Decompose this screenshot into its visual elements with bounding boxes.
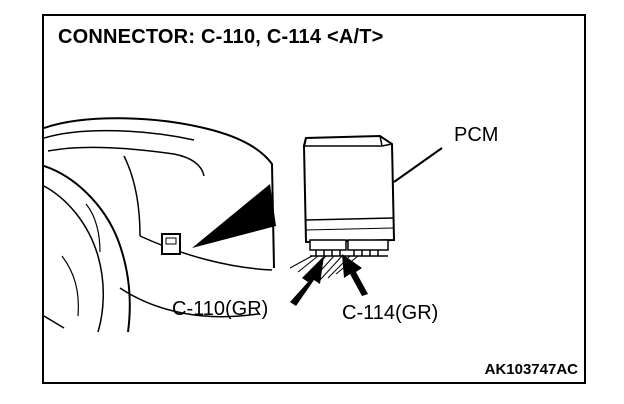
diagram-title: CONNECTOR: C-110, C-114 <A/T>	[58, 26, 384, 48]
diagram-frame: CONNECTOR: C-110, C-114 <A/T>	[42, 14, 586, 384]
connector-c110-label: C-110(GR)	[172, 298, 269, 320]
dashboard-outline	[44, 117, 275, 333]
pcm-connectors	[309, 239, 389, 257]
pcm-leader-line	[393, 147, 443, 183]
pcm-label: PCM	[454, 124, 499, 146]
pcm-unit	[302, 134, 396, 244]
connector-c114-label: C-114(GR)	[342, 302, 439, 324]
c114-arrow	[342, 254, 368, 296]
vehicle-dashboard-illustration	[44, 117, 443, 333]
zoom-wedge	[192, 184, 276, 248]
dash-connector-location	[161, 233, 181, 255]
figure-code: AK103747AC	[484, 361, 578, 378]
c110-arrow	[290, 256, 324, 306]
